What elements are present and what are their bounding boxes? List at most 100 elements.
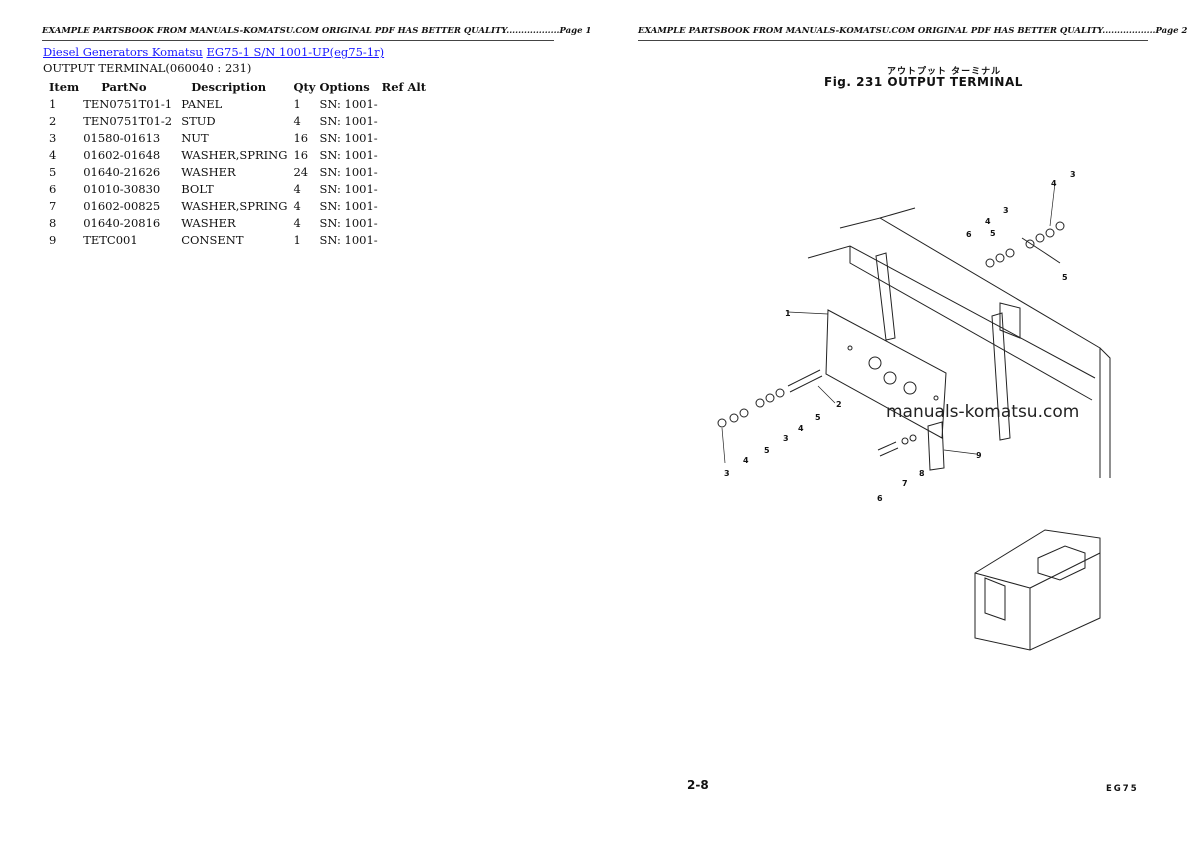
col-header-options: Options bbox=[319, 79, 370, 94]
cell-description: WASHER bbox=[181, 215, 236, 230]
cell-item: 5 bbox=[49, 164, 57, 179]
cell-item: 9 bbox=[49, 232, 57, 247]
col-header-description: Description bbox=[191, 79, 267, 94]
cell-description: PANEL bbox=[181, 96, 223, 111]
bolt-and-bracket bbox=[877, 421, 945, 471]
cell-description: CONSENT bbox=[181, 232, 244, 247]
frame-outline bbox=[807, 207, 1111, 478]
callout-3c: 3 bbox=[783, 434, 789, 443]
cell-partno: 01602-00825 bbox=[83, 198, 161, 213]
col-header-partno: PartNo bbox=[101, 79, 147, 94]
cell-description: BOLT bbox=[181, 181, 214, 196]
table-row: 1 TEN0751T01-1 PANEL 1 SN: 1001- bbox=[43, 95, 430, 112]
cell-item: 7 bbox=[49, 198, 57, 213]
cell-options: SN: 1001- bbox=[319, 96, 378, 111]
cell-item: 1 bbox=[49, 96, 57, 111]
cell-qty: 1 bbox=[293, 96, 301, 111]
cell-partno: 01602-01648 bbox=[83, 147, 161, 162]
leader-lines bbox=[721, 182, 1056, 464]
table-row: 8 01640-20816 WASHER 4 SN: 1001- bbox=[43, 214, 430, 231]
page-number: 2-8 bbox=[687, 778, 709, 792]
terminal-panel bbox=[825, 309, 947, 439]
cell-options: SN: 1001- bbox=[319, 215, 378, 230]
callout-4b: 4 bbox=[985, 217, 991, 226]
callout-9: 9 bbox=[976, 451, 982, 460]
callout-5d: 5 bbox=[990, 229, 996, 238]
cell-refalt bbox=[382, 95, 430, 112]
stud-and-washers-right bbox=[985, 221, 1065, 268]
cell-qty: 4 bbox=[293, 215, 301, 230]
table-row: 7 01602-00825 WASHER,SPRING 4 SN: 1001- bbox=[43, 197, 430, 214]
col-header-qty: Qty bbox=[293, 79, 316, 94]
cell-qty: 4 bbox=[293, 198, 301, 213]
callout-1: 1 bbox=[785, 309, 791, 318]
callout-3d: 3 bbox=[724, 469, 730, 478]
cell-qty: 16 bbox=[293, 130, 309, 145]
cell-item: 4 bbox=[49, 147, 57, 162]
cell-item: 2 bbox=[49, 113, 57, 128]
callout-6b: 6 bbox=[877, 494, 883, 503]
cell-qty: 4 bbox=[293, 181, 301, 196]
cell-refalt bbox=[382, 214, 430, 231]
parts-list-panel: Diesel Generators Komatsu EG75-1 S/N 100… bbox=[43, 44, 583, 248]
cell-refalt bbox=[382, 180, 430, 197]
callout-5b: 5 bbox=[815, 413, 821, 422]
model-code: EG75 bbox=[1106, 784, 1139, 794]
cell-partno: 01580-01613 bbox=[83, 130, 161, 145]
cell-refalt bbox=[382, 129, 430, 146]
generator-location-thumbnail bbox=[974, 529, 1101, 651]
section-title: OUTPUT TERMINAL(060040 : 231) bbox=[43, 61, 252, 75]
table-header-row: Item PartNo Description Qty Options Ref … bbox=[43, 78, 430, 95]
cell-qty: 16 bbox=[293, 147, 309, 162]
watermark: manuals-komatsu.com bbox=[886, 402, 1080, 422]
figure-title: Fig. 231 OUTPUT TERMINAL bbox=[824, 75, 1023, 89]
cell-description: WASHER,SPRING bbox=[181, 198, 288, 213]
cell-options: SN: 1001- bbox=[319, 147, 378, 162]
col-header-item: Item bbox=[49, 79, 80, 94]
callout-4d: 4 bbox=[743, 456, 749, 465]
stud-and-washers-left bbox=[717, 369, 823, 428]
exploded-view-drawing: 1 2 3 3 3 3 4 4 4 4 5 5 5 5 6 6 7 8 9 bbox=[717, 170, 1111, 651]
callout-labels: 1 2 3 3 3 3 4 4 4 4 5 5 5 5 6 6 7 8 9 bbox=[724, 170, 1076, 503]
col-header-refalt: Ref Alt bbox=[381, 79, 427, 94]
cell-partno: TEN0751T01-2 bbox=[83, 113, 173, 128]
cell-qty: 24 bbox=[293, 164, 309, 179]
breadcrumb-model-link[interactable]: EG75-1 S/N 1001-UP(eg75-1r) bbox=[206, 45, 385, 59]
table-row: 5 01640-21626 WASHER 24 SN: 1001- bbox=[43, 163, 430, 180]
cell-partno: 01640-21626 bbox=[83, 164, 161, 179]
breadcrumb-category-link[interactable]: Diesel Generators Komatsu bbox=[43, 45, 203, 59]
cell-description: WASHER,SPRING bbox=[181, 147, 288, 162]
callout-3a: 3 bbox=[1070, 170, 1076, 179]
callout-5c: 5 bbox=[764, 446, 770, 455]
callout-5a: 5 bbox=[1062, 273, 1068, 282]
cell-refalt bbox=[382, 146, 430, 163]
cell-options: SN: 1001- bbox=[319, 198, 378, 213]
cell-refalt bbox=[382, 197, 430, 214]
page-2-header: EXAMPLE PARTSBOOK FROM MANUALS-KOMATSU.C… bbox=[638, 26, 1187, 41]
figure-title-japanese: アウトプット ターミナル bbox=[887, 67, 1002, 77]
cell-partno: TEN0751T01-1 bbox=[83, 96, 173, 111]
cell-description: WASHER bbox=[181, 164, 236, 179]
page-1-header: EXAMPLE PARTSBOOK FROM MANUALS-KOMATSU.C… bbox=[42, 26, 591, 41]
parts-figure: アウトプット ターミナル Fig. 231 OUTPUT TERMINAL bbox=[687, 58, 1160, 818]
callout-4c: 4 bbox=[798, 424, 804, 433]
callout-7: 7 bbox=[902, 479, 908, 488]
cell-item: 8 bbox=[49, 215, 57, 230]
parts-table: Item PartNo Description Qty Options Ref … bbox=[43, 78, 430, 248]
cell-qty: 4 bbox=[293, 113, 301, 128]
cell-partno: 01640-20816 bbox=[83, 215, 161, 230]
cell-refalt bbox=[382, 231, 430, 248]
callout-4a: 4 bbox=[1051, 179, 1057, 188]
cell-refalt bbox=[382, 112, 430, 129]
callout-8: 8 bbox=[919, 469, 925, 478]
cell-options: SN: 1001- bbox=[319, 113, 378, 128]
cell-partno: 01010-30830 bbox=[83, 181, 161, 196]
cell-item: 3 bbox=[49, 130, 57, 145]
cell-partno: TETC001 bbox=[83, 232, 138, 247]
breadcrumb: Diesel Generators Komatsu EG75-1 S/N 100… bbox=[43, 44, 583, 60]
cell-options: SN: 1001- bbox=[319, 164, 378, 179]
